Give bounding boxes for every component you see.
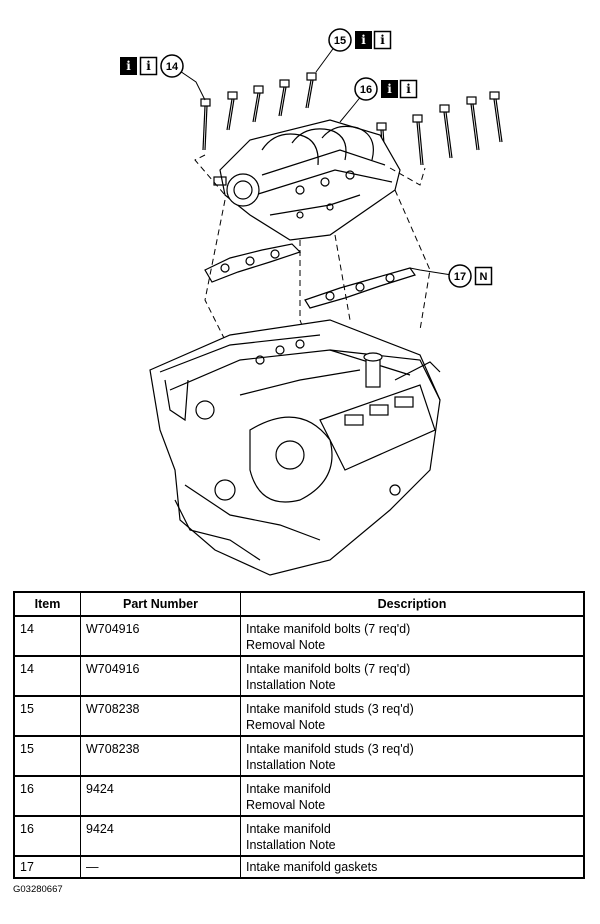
description-note: Removal Note xyxy=(246,718,326,732)
cell-description: Intake manifold bolts (7 req'd) Installat… xyxy=(240,655,585,697)
cell-description: Intake manifold studs (3 req'd) Installat… xyxy=(240,735,585,777)
description-note: Removal Note xyxy=(246,798,326,812)
table-row: 17 — Intake manifold gaskets xyxy=(13,855,585,879)
cell-item: 17 xyxy=(13,855,81,879)
description-note: Installation Note xyxy=(246,758,336,772)
intake-gaskets xyxy=(204,243,416,309)
cell-part-number: W708238 xyxy=(80,735,241,777)
header-part-number: Part Number xyxy=(80,591,241,617)
callout-17-number: 17 xyxy=(454,271,466,283)
callout-17-badge: N xyxy=(480,271,488,283)
description-line: Intake manifold bolts (7 req'd) xyxy=(246,662,411,676)
callout-14: i i 14 xyxy=(120,54,184,78)
header-description: Description xyxy=(240,591,585,617)
description-line: Intake manifold xyxy=(246,782,331,796)
description-line: Intake manifold studs (3 req'd) xyxy=(246,742,414,756)
cell-item: 16 xyxy=(13,775,81,817)
table-header-row: Item Part Number Description xyxy=(13,591,585,617)
cell-part-number: W708238 xyxy=(80,695,241,737)
description-line: Intake manifold xyxy=(246,822,331,836)
cell-part-number: — xyxy=(80,855,241,879)
description-line: Intake manifold gaskets xyxy=(246,860,378,874)
cell-description: Intake manifold gaskets xyxy=(240,855,585,879)
callout-15-badge-1: i xyxy=(361,33,366,47)
description-note: Installation Note xyxy=(246,838,336,852)
cell-item: 14 xyxy=(13,655,81,697)
callout-15-number: 15 xyxy=(334,35,346,47)
exploded-engine-diagram: i i 14 15 i i 16 i i 17 N xyxy=(120,28,503,576)
callout-16-badge-2: i xyxy=(406,82,411,96)
cell-description: Intake manifold bolts (7 req'd) Removal N… xyxy=(240,615,585,657)
cell-item: 15 xyxy=(13,695,81,737)
description-line: Intake manifold studs (3 req'd) xyxy=(246,702,414,716)
callout-14-number: 14 xyxy=(166,61,179,73)
cell-part-number: 9424 xyxy=(80,775,241,817)
callout-16-number: 16 xyxy=(360,84,372,96)
table-row: 14 W704916 Intake manifold bolts (7 req'… xyxy=(13,655,585,697)
callout-16: 16 i i xyxy=(354,77,418,101)
table-row: 15 W708238 Intake manifold studs (3 req'… xyxy=(13,695,585,737)
parts-table: Item Part Number Description 14 W704916 … xyxy=(13,591,585,879)
cell-item: 14 xyxy=(13,615,81,657)
callout-15-badge-2: i xyxy=(380,33,385,47)
figure-reference-code: G03280667 xyxy=(13,884,63,895)
intake-manifold xyxy=(213,119,401,241)
table-row: 14 W704916 Intake manifold bolts (7 req'… xyxy=(13,615,585,657)
cell-item: 15 xyxy=(13,735,81,777)
cell-part-number: W704916 xyxy=(80,655,241,697)
callout-15: 15 i i xyxy=(328,28,392,52)
callout-17: 17 N xyxy=(448,264,493,288)
engine-block xyxy=(149,319,441,576)
description-note: Removal Note xyxy=(246,638,326,652)
cell-description: Intake manifold studs (3 req'd) Removal N… xyxy=(240,695,585,737)
callout-14-badge-2: i xyxy=(146,59,151,73)
intake-bolts xyxy=(200,72,503,166)
cell-item: 16 xyxy=(13,815,81,857)
callout-16-badge-1: i xyxy=(387,82,392,96)
header-item: Item xyxy=(13,591,81,617)
description-note: Installation Note xyxy=(246,678,336,692)
cell-part-number: 9424 xyxy=(80,815,241,857)
cell-part-number: W704916 xyxy=(80,615,241,657)
callout-14-badge-1: i xyxy=(126,59,131,73)
table-row: 15 W708238 Intake manifold studs (3 req'… xyxy=(13,735,585,777)
description-line: Intake manifold bolts (7 req'd) xyxy=(246,622,411,636)
